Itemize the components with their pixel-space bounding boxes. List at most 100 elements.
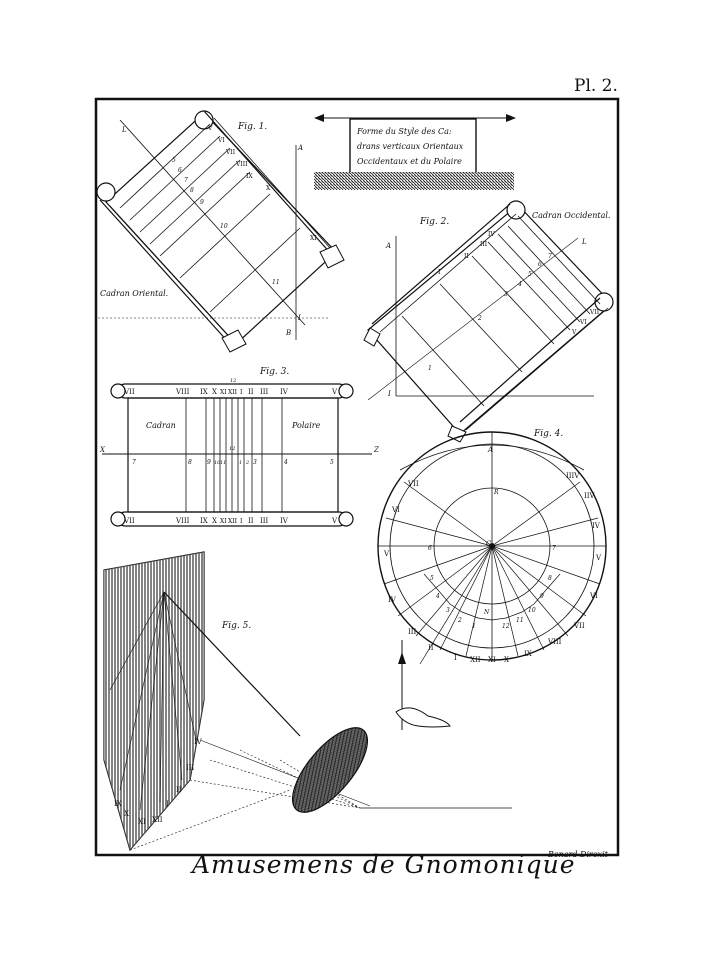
fig1-letter-L: L (121, 126, 127, 134)
fig2-roman-III: III (480, 241, 488, 248)
fig3-top-VIII: VIII (175, 388, 190, 396)
fig5-roman-IV: IV (194, 738, 203, 746)
fig1-roman-VI: VI (217, 137, 225, 144)
fig4-title: Fig. 4. (533, 429, 563, 439)
style-form-line: Forme du Style des Ca: (357, 127, 452, 136)
fig5-roman-IX: IX (114, 800, 122, 808)
fig3-bottom-X: X (212, 517, 217, 525)
plate-number: Pl. 2. (574, 76, 618, 96)
fig3-top-X: X (212, 388, 217, 396)
fig4-diagram: Fig. 4. A R C N VII VI V IV I (377, 429, 607, 665)
fig1-roman-VIII: VIII (235, 161, 248, 168)
fig1-letter-B: B (285, 329, 291, 337)
fig3-bottom-XI: XI (220, 518, 227, 525)
fig3-bottom-I: I (240, 518, 243, 525)
fig3-bottom-V: V (331, 517, 338, 525)
fig3-num-7: 7 (132, 459, 136, 466)
fig4-outer-VI-a: VI (391, 506, 400, 514)
fig2-roman-IV: IV (488, 231, 495, 238)
fig2-letter-L: L (581, 238, 587, 246)
fig4-num-3: 3 (446, 607, 450, 614)
fig5-diagram: Fig. 5. IX X XI XII I II III IV (103, 551, 512, 852)
fig2-caption: Cadran Occidental. (532, 211, 610, 220)
fig1-roman-XI: XI (310, 235, 317, 242)
fig1-roman-IX: IX (246, 173, 253, 180)
fig3-bottom-IX: IX (200, 517, 208, 525)
fig3-marker: 12 (230, 378, 236, 384)
fig2-num-5: 5 (528, 271, 532, 278)
style-form-line: drans verticaux Orientaux (357, 142, 464, 151)
fig3-top-XII: XII (228, 389, 238, 396)
fig1-num-8: 8 (190, 187, 194, 194)
fig3-axis-Z: Z (373, 446, 379, 454)
fig4-letter-R: R (493, 489, 499, 496)
fig3-diagram: Fig. 3. 12 X Z Cadran Polaire VII VIII I… (99, 367, 379, 527)
fig4-outer-IIV: IIV (584, 492, 596, 500)
fig4-num-12: 12 (502, 623, 510, 630)
fig3-num-9: 9 (207, 459, 211, 466)
fig2-roman-I: I (438, 269, 441, 276)
style-form-caption: Forme du Style des Ca: drans verticaux O… (357, 124, 463, 169)
fig2-roman-VI: VI (579, 319, 587, 326)
fig4-outer-V-a: V (383, 550, 390, 558)
fig5-roman-III: III (186, 764, 195, 772)
fig1-num-11: 11 (272, 279, 280, 286)
fig3-num-11: 11 (220, 460, 226, 466)
fig1-num-6: 6 (178, 167, 182, 174)
fig3-num-12: 12 (229, 446, 235, 452)
fig1-num-9: 9 (200, 199, 204, 206)
fig3-num-5: 5 (330, 459, 334, 466)
fig4-outer-V-b: V (595, 554, 602, 562)
fig3-num-4: 4 (283, 459, 288, 466)
fig4-outer-VII-b: VII (573, 622, 585, 630)
fig3-top-IV: IV (280, 388, 289, 396)
fig1-num-5: 5 (172, 157, 176, 164)
fig4-outer-VI-b: VI (589, 592, 598, 600)
fig2-num-6: 6 (538, 261, 542, 268)
fig4-outer-VII-a: VII (407, 480, 419, 488)
fig1-num-10: 10 (220, 223, 228, 230)
fig3-bottom-II: II (248, 517, 254, 525)
fig1-roman-V: V (207, 125, 213, 132)
fig4-outer-I-a: I (454, 654, 457, 662)
fig1-letter-A: A (297, 144, 303, 152)
fig4-letter-A: A (487, 446, 493, 454)
fig5-roman-XI: XI (138, 818, 146, 826)
fig3-top-XI: XI (220, 389, 227, 396)
fig4-num-6: 6 (428, 545, 432, 552)
fig1-roman-X: X (266, 185, 271, 192)
fig2-roman-VII: VII (589, 309, 600, 316)
fig4-outer-XI: XI (488, 656, 496, 664)
fig1-caption: Cadran Oriental. (100, 289, 168, 298)
fig4-num-10: 10 (528, 607, 536, 614)
fig4-outer-III-a: III (408, 628, 417, 636)
fig4-letter-C: C (486, 540, 492, 548)
fig4-letter-N: N (483, 609, 490, 616)
fig3-top-II: II (248, 388, 254, 396)
fig3-bottom-III: III (260, 517, 269, 525)
fig3-left-label: Cadran (146, 421, 176, 430)
style-form-line: Occidentaux et du Polaire (357, 157, 462, 166)
fig5-roman-XII: XII (152, 816, 163, 824)
fig3-num-1: 1 (239, 460, 242, 466)
fig2-diagram: Fig. 2. Cadran Occidental. A L I I II II… (363, 200, 614, 443)
fig3-top-I: I (240, 389, 243, 396)
style-form-figure (314, 114, 516, 190)
fig2-letter-A: A (385, 242, 391, 250)
fig3-num-3: 3 (253, 459, 257, 466)
fig4-num-4: 4 (435, 593, 440, 600)
fig4-num-8: 8 (548, 575, 552, 582)
fig4-outer-II-a: II (428, 644, 434, 652)
fig3-top-III: III (260, 388, 269, 396)
fig2-roman-II: II (464, 253, 469, 260)
fig3-bottom-VII: VII (123, 517, 135, 525)
fig1-letter-I: I (297, 314, 301, 322)
fig3-bottom-VIII: VIII (175, 517, 190, 525)
fig2-num-3: 3 (504, 291, 508, 298)
fig2-roman-V: V (571, 329, 577, 336)
fig5-roman-II: II (176, 786, 182, 794)
fig4-outer-IX: IX (524, 650, 532, 658)
fig3-right-label: Polaire (291, 421, 321, 430)
fig1-roman-VII: VII (225, 149, 236, 156)
fig1-title: Fig. 1. (237, 122, 267, 132)
